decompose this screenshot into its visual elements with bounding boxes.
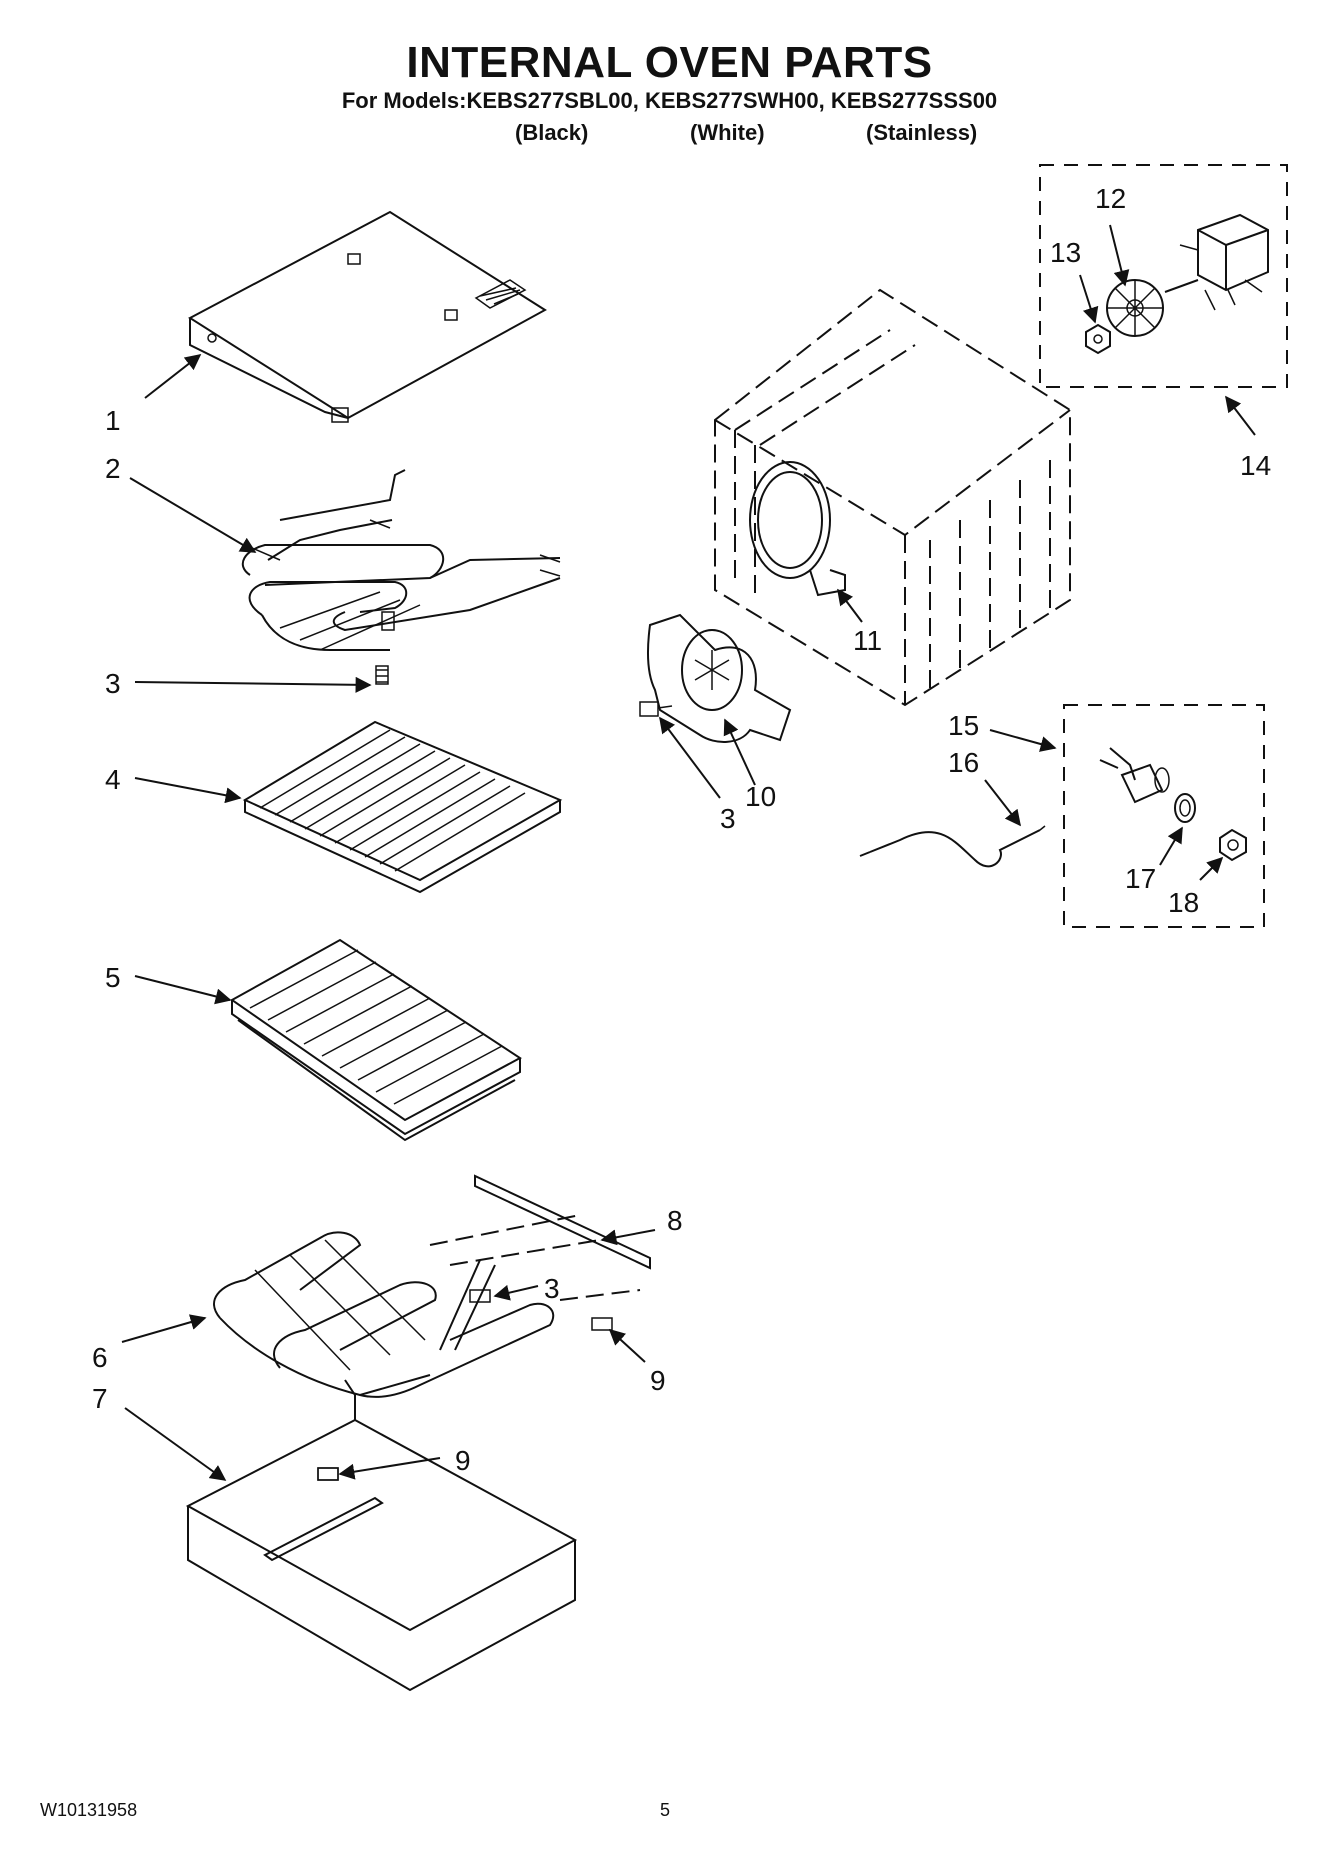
document-id: W10131958	[40, 1800, 138, 1820]
callout-11: 11	[853, 625, 882, 656]
callout-9-tray: 9	[455, 1445, 471, 1476]
page-title: INTERNAL OVEN PARTS	[406, 38, 933, 87]
models-line: For Models:KEBS277SBL00, KEBS277SWH00, K…	[341, 88, 998, 113]
callout-4: 4	[105, 764, 121, 795]
callout-14: 14	[1240, 450, 1271, 481]
part-7-tray	[185, 1379, 578, 1692]
part-6-bake-element	[213, 1231, 555, 1398]
part-2-broil-element	[241, 469, 561, 651]
leader-lines	[121, 224, 1256, 1481]
callout-6: 6	[92, 1342, 108, 1373]
callout-15: 15	[948, 710, 979, 741]
part-11-convection-element	[749, 461, 846, 597]
part-12-fan-blade	[1106, 279, 1164, 337]
part-16-meat-probe	[859, 825, 1046, 868]
callout-18: 18	[1168, 887, 1199, 918]
variant-stainless: (Stainless)	[866, 120, 978, 145]
callout-5: 5	[105, 962, 121, 993]
callout-9-bake: 9	[650, 1365, 666, 1396]
part-3-screw-fan	[639, 701, 673, 717]
variant-black: (Black)	[515, 120, 589, 145]
callout-7: 7	[92, 1383, 108, 1414]
part-10-fan-cover	[646, 613, 792, 743]
part-18-nut	[1219, 828, 1247, 862]
part-5-rolling-rack	[230, 938, 522, 1142]
callout-3-bake: 3	[544, 1273, 560, 1304]
callout-3-fan: 3	[720, 803, 736, 834]
part-4-oven-rack	[242, 720, 563, 894]
part-9-screw-tray	[317, 1467, 339, 1481]
page-number: 5	[660, 1800, 671, 1820]
part-3-screw-bake	[469, 1289, 491, 1303]
callout-3-upper: 3	[105, 668, 121, 699]
oven-cavity-outline	[714, 288, 1071, 707]
part-9-screw-bake	[591, 1317, 613, 1331]
callout-10: 10	[745, 781, 776, 812]
part-15-sensor-box	[1063, 704, 1265, 928]
callout-12: 12	[1095, 183, 1126, 214]
part-14-fan-motor-box	[1039, 164, 1288, 388]
callout-2: 2	[105, 453, 121, 484]
variant-white: (White)	[690, 120, 765, 145]
fan-motor	[1164, 213, 1269, 311]
callout-1: 1	[105, 405, 121, 436]
callout-8: 8	[667, 1205, 683, 1236]
part-15-temperature-sensor	[1099, 747, 1170, 804]
part-1-top-panel	[188, 210, 547, 423]
part-3-screw-upper	[375, 665, 389, 685]
callout-13: 13	[1050, 237, 1081, 268]
part-8-element-bracket	[429, 1174, 651, 1301]
part-17-gasket	[1174, 793, 1196, 823]
part-13-fan-nut	[1085, 323, 1111, 355]
callout-16: 16	[948, 747, 979, 778]
callout-17: 17	[1125, 863, 1156, 894]
